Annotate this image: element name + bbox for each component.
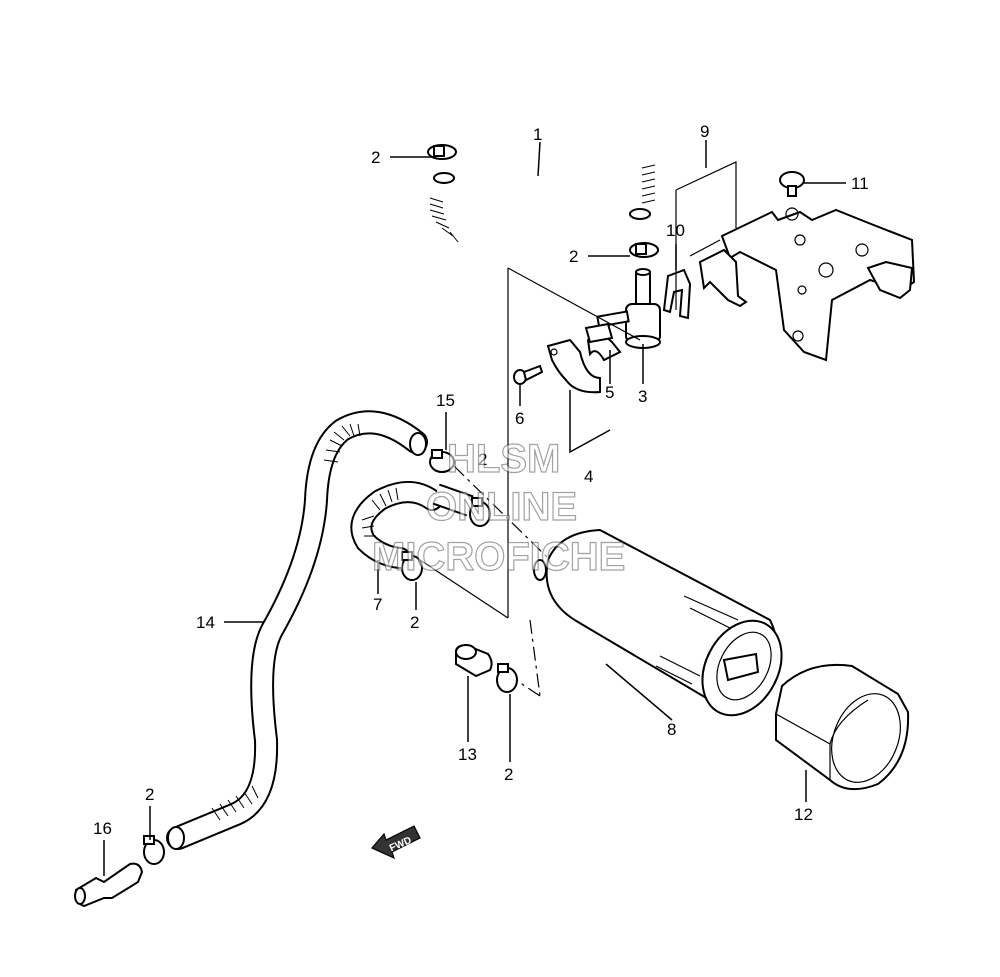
callout-2: 2 [145, 785, 154, 804]
fwd-arrow-icon: FWD [371, 825, 421, 860]
callout-2: 2 [504, 765, 513, 784]
clamp-icon [429, 449, 455, 473]
bracket-part-4 [546, 338, 601, 394]
callout-8: 8 [667, 720, 676, 739]
clamp-icon [629, 242, 659, 258]
callout-numbers: 1 2 2 2 2 2 2 3 4 5 6 7 8 9 10 11 12 13 … [93, 122, 869, 838]
hose-part-1 [427, 128, 657, 248]
bolt-part-11 [779, 171, 805, 197]
callout-5: 5 [605, 383, 614, 402]
leader-lines [103, 140, 846, 876]
clamp-icon [469, 497, 491, 527]
callout-14: 14 [196, 613, 215, 632]
hose-part-7 [350, 481, 474, 569]
callout-12: 12 [794, 805, 813, 824]
callout-11: 11 [851, 174, 869, 193]
cover-part-12 [775, 663, 910, 791]
watermark-line-2: ONLINE [426, 485, 577, 529]
clamp-icon [427, 144, 457, 160]
callout-6: 6 [515, 409, 524, 428]
bracket-part-9 [698, 207, 916, 362]
callout-2: 2 [371, 148, 380, 167]
bracket-part-5 [584, 322, 622, 362]
callout-7: 7 [373, 595, 382, 614]
screw-part-6 [513, 364, 544, 385]
callout-2: 2 [569, 247, 578, 266]
tube-part-13 [455, 644, 493, 678]
canister-part-8 [533, 528, 783, 717]
callout-1: 1 [533, 125, 542, 144]
clamp-icon [143, 835, 165, 865]
watermark-line-1: HLSM [447, 437, 560, 481]
callout-2: 2 [478, 450, 487, 469]
clip-part-10 [662, 268, 692, 320]
callout-2: 2 [410, 613, 419, 632]
callout-10: 10 [666, 221, 685, 240]
callout-3: 3 [638, 387, 647, 406]
watermark: HLSM ONLINE MICROFICHE [371, 436, 626, 579]
callout-15: 15 [436, 391, 455, 410]
connection-lines [419, 161, 737, 697]
valve-part-3 [596, 268, 661, 349]
fitting-part-16 [74, 862, 144, 908]
callout-16: 16 [93, 819, 112, 838]
clamp-icon [401, 551, 423, 581]
watermark-line-3: MICROFICHE [372, 535, 625, 579]
callout-4: 4 [584, 467, 593, 486]
clamp-icon [496, 663, 518, 693]
callout-13: 13 [458, 745, 477, 764]
callout-9: 9 [700, 122, 709, 141]
hose-part-14 [166, 410, 428, 850]
